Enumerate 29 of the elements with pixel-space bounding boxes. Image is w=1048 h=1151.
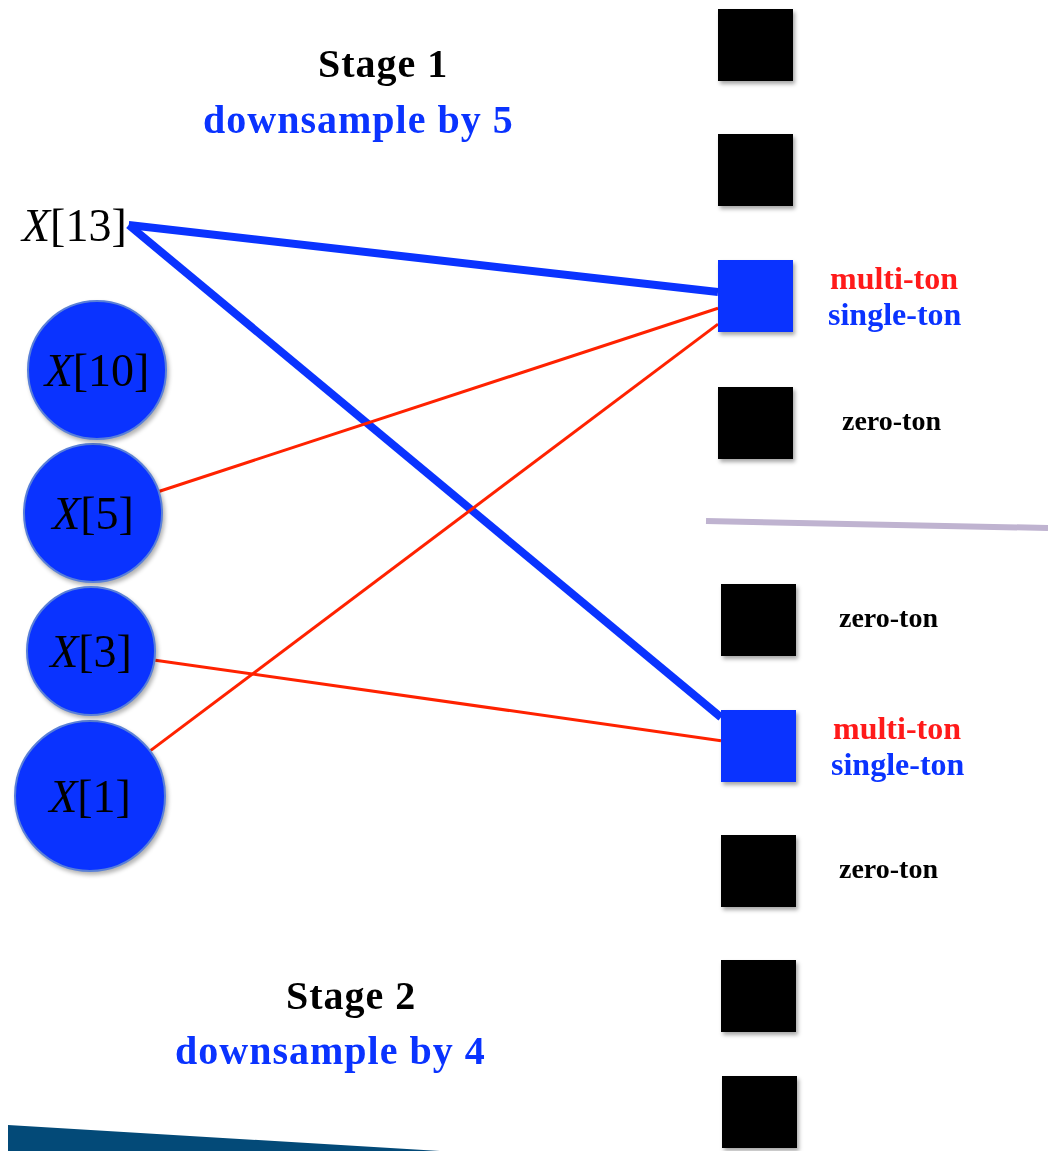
- stage-heading: Stage 1: [318, 40, 449, 87]
- bin-square: [718, 260, 793, 332]
- coefficient-label: X[3]: [50, 624, 132, 678]
- bin-square: [721, 710, 796, 782]
- bin-square: [721, 584, 796, 656]
- bin-square: [718, 134, 793, 206]
- coefficient-label: X[10]: [44, 343, 150, 397]
- status-label: single-ton: [828, 296, 962, 333]
- bin-square: [718, 9, 793, 81]
- status-label: zero-ton: [842, 405, 941, 437]
- status-label: multi-ton: [830, 260, 958, 297]
- bin-square: [722, 1076, 797, 1148]
- bin-square: [721, 960, 796, 1032]
- status-label: zero-ton: [839, 853, 938, 885]
- bin-square: [721, 835, 796, 907]
- coefficient-label: X[13]: [22, 198, 127, 252]
- stage-heading: Stage 2: [286, 972, 417, 1019]
- status-label: single-ton: [831, 746, 965, 783]
- coefficient-label: X[1]: [49, 769, 131, 823]
- connector-line: [159, 306, 719, 493]
- connector-line: [128, 221, 719, 297]
- connector-line: [149, 322, 719, 752]
- stage-subtitle: downsample by 5: [203, 96, 514, 143]
- coefficient-label: X[5]: [52, 486, 134, 540]
- stage-subtitle: downsample by 4: [175, 1027, 486, 1074]
- bin-square: [718, 387, 793, 459]
- connector-line: [155, 658, 722, 743]
- status-label: zero-ton: [839, 602, 938, 634]
- status-label: multi-ton: [833, 710, 961, 747]
